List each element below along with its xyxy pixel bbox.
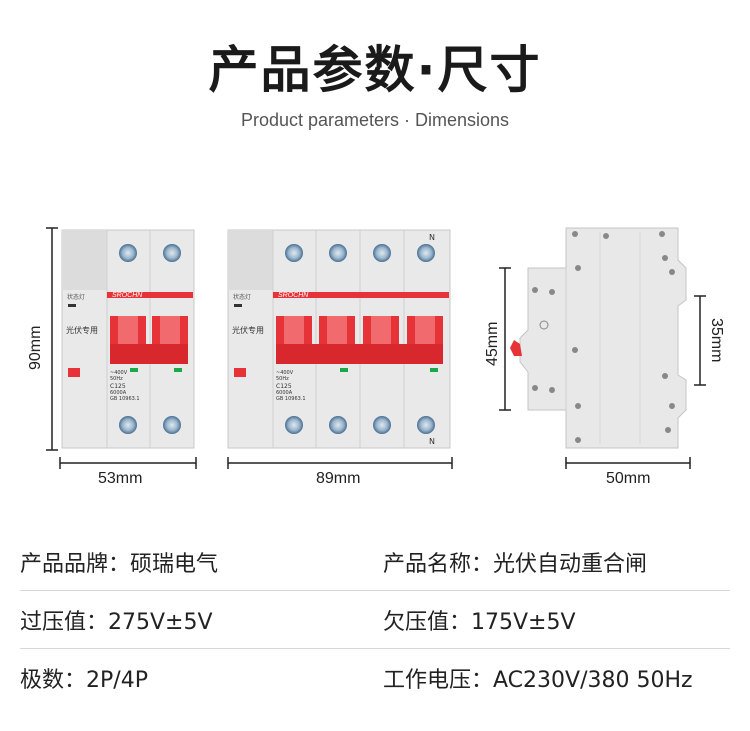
dim-label-89mm: 89mm bbox=[316, 470, 360, 487]
page-subtitle: Product parameters · Dimensions bbox=[240, 110, 510, 130]
spec-brand-value: 硕瑞电气 bbox=[130, 552, 219, 577]
indicator-label: 状态灯 bbox=[67, 293, 85, 301]
divider bbox=[20, 648, 730, 649]
dimension-35mm: 35mm bbox=[694, 295, 725, 386]
side-handle[interactable] bbox=[510, 340, 522, 356]
spec-overvoltage-value: 275V±5V bbox=[108, 610, 213, 635]
terminal-screw-icon bbox=[373, 416, 391, 434]
terminal-screw-icon bbox=[285, 244, 303, 262]
dim-label-53mm: 53mm bbox=[98, 470, 142, 487]
brand-logo: SROCHN bbox=[112, 292, 143, 299]
spec-product-name-label: 产品名称： bbox=[383, 552, 494, 577]
spec-working-voltage: 工作电压：AC230V/380 50Hz bbox=[383, 662, 693, 694]
dimension-50mm: 50mm bbox=[565, 457, 691, 487]
terminal-screw-icon bbox=[417, 244, 435, 262]
rating-voltage: ~400V bbox=[276, 370, 294, 376]
spec-product-name-value: 光伏自动重合闸 bbox=[493, 552, 648, 577]
dim-label-35mm: 35mm bbox=[708, 318, 725, 362]
neutral-mark-top: N bbox=[429, 233, 435, 242]
breaker-2p: SROCHN 状态灯 光伏专用 ~400V 50Hz C125 6000A GB… bbox=[61, 229, 195, 449]
spec-product-name: 产品名称：光伏自动重合闸 bbox=[383, 546, 647, 578]
spec-poles-value: 2P/4P bbox=[86, 668, 148, 693]
product-dimension-figure: SROCHN 状态灯 光伏专用 ~400V 50Hz C125 6000A GB… bbox=[27, 227, 725, 487]
neutral-mark-bottom: N bbox=[429, 437, 435, 446]
spec-undervoltage: 欠压值：175V±5V bbox=[383, 604, 576, 636]
dim-label-50mm: 50mm bbox=[606, 470, 650, 487]
rating-standard: GB 10963.1 bbox=[276, 396, 306, 402]
dim-label-90mm: 90mm bbox=[27, 326, 44, 370]
spec-overvoltage: 过压值：275V±5V bbox=[20, 604, 213, 636]
terminal-screw-icon bbox=[163, 244, 181, 262]
indicator-label: 状态灯 bbox=[233, 293, 251, 301]
terminal-screw-icon bbox=[285, 416, 303, 434]
dimension-89mm: 89mm bbox=[227, 457, 453, 487]
breaker-side-view bbox=[510, 227, 687, 449]
dimension-45mm: 45mm bbox=[484, 267, 511, 411]
rating-current: C125 bbox=[276, 383, 292, 390]
divider bbox=[20, 590, 730, 591]
brand-logo: SROCHN bbox=[278, 292, 309, 299]
terminal-screw-icon bbox=[163, 416, 181, 434]
terminal-screw-icon bbox=[329, 416, 347, 434]
spec-working-voltage-value: AC230V/380 50Hz bbox=[493, 668, 693, 693]
terminal-screw-icon bbox=[119, 244, 137, 262]
terminal-screw-icon bbox=[373, 244, 391, 262]
spec-poles: 极数：2P/4P bbox=[20, 662, 148, 694]
spec-brand-label: 产品品牌： bbox=[20, 552, 131, 577]
rating-freq: 50Hz bbox=[110, 376, 123, 382]
rating-breaking: 6000A bbox=[110, 390, 127, 396]
terminal-screw-icon bbox=[417, 416, 435, 434]
page-title: 产品参数·尺寸 bbox=[208, 41, 542, 99]
spec-overvoltage-label: 过压值： bbox=[20, 610, 109, 635]
rating-standard: GB 10963.1 bbox=[110, 396, 140, 402]
terminal-screw-icon bbox=[119, 416, 137, 434]
pv-label: 光伏专用 bbox=[66, 325, 98, 335]
spec-undervoltage-value: 175V±5V bbox=[471, 610, 576, 635]
rating-voltage: ~400V bbox=[110, 370, 128, 376]
rating-breaking: 6000A bbox=[276, 390, 293, 396]
dim-label-45mm: 45mm bbox=[484, 322, 501, 366]
rating-freq: 50Hz bbox=[276, 376, 289, 382]
dimension-90mm: 90mm bbox=[27, 227, 58, 451]
dimension-53mm: 53mm bbox=[59, 457, 197, 487]
breaker-4p: N SROCHN 状态灯 光伏专用 ~400V 50Hz C125 6000A … bbox=[227, 229, 451, 449]
spec-brand: 产品品牌：硕瑞电气 bbox=[20, 546, 218, 578]
pv-label: 光伏专用 bbox=[232, 325, 264, 335]
manual-auto-switch[interactable] bbox=[68, 368, 80, 377]
rating-current: C125 bbox=[110, 383, 126, 390]
spec-poles-label: 极数： bbox=[20, 668, 87, 693]
terminal-screw-icon bbox=[329, 244, 347, 262]
manual-auto-switch[interactable] bbox=[234, 368, 246, 377]
spec-working-voltage-label: 工作电压： bbox=[383, 668, 494, 693]
spec-undervoltage-label: 欠压值： bbox=[383, 610, 472, 635]
